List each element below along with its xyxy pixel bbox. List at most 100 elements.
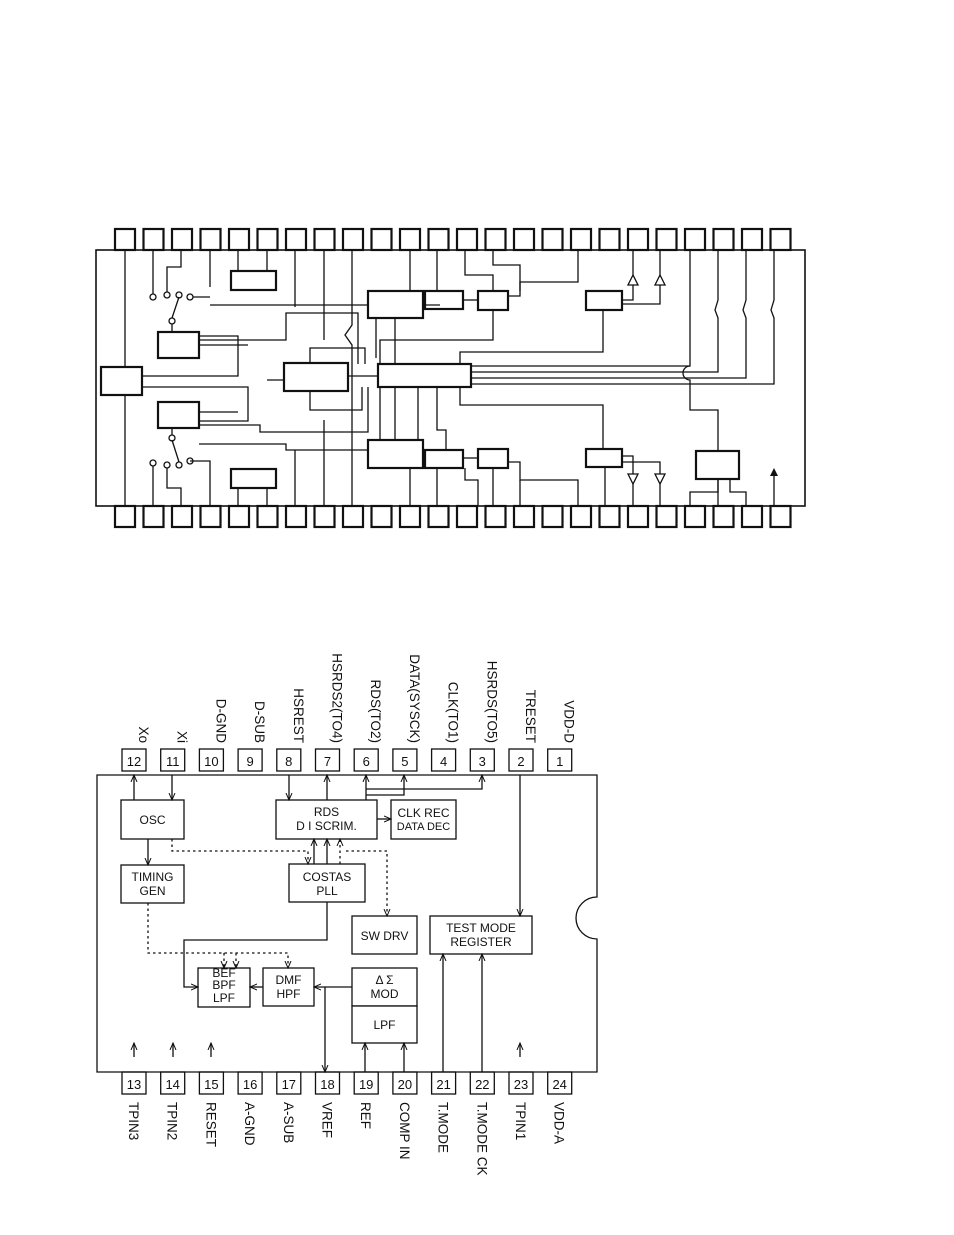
pin-box-9	[237, 748, 263, 772]
block	[156, 400, 201, 430]
pin-box-17	[276, 1071, 302, 1095]
signal-line	[622, 285, 661, 305]
pin-box-15	[198, 1071, 225, 1095]
osc-label: OSC	[139, 813, 165, 827]
pin-number: 4	[440, 754, 447, 769]
pin-number: 8	[285, 754, 292, 769]
pin-box	[455, 504, 479, 529]
pin-box-20	[392, 1071, 418, 1095]
pin-box	[512, 227, 536, 252]
timing-gen-label-1: TIMING	[132, 870, 174, 884]
switch-contact	[163, 461, 171, 469]
signal-line	[622, 461, 661, 474]
pin-number: 9	[246, 754, 253, 769]
pin-box-23	[508, 1071, 534, 1095]
lpf-label-1: LPF	[213, 991, 235, 1005]
pin-name: VDD-D	[562, 700, 577, 743]
block	[99, 365, 144, 397]
top-pin-row	[113, 227, 792, 252]
block-dmf-hpf: DMF HPF	[262, 967, 315, 1007]
pin-name: DATA(SYSCK)	[407, 654, 422, 743]
pin-box	[341, 504, 365, 529]
rds-discrim-label-1: RDS	[314, 805, 339, 819]
pin-name: TPIN3	[126, 1102, 141, 1140]
pin-box	[398, 504, 422, 529]
test-mode-label-2: REGISTER	[450, 935, 512, 949]
signal-line	[199, 387, 369, 433]
block	[366, 438, 425, 470]
pin-box	[284, 504, 308, 529]
pin-number: 18	[320, 1077, 334, 1092]
signal-line	[492, 250, 521, 291]
pin-box-14	[160, 1071, 186, 1095]
pin-name: HSREST	[291, 688, 306, 743]
pin-box-10	[198, 748, 225, 772]
bottom-pin-row	[113, 504, 792, 529]
pin-box	[113, 504, 137, 529]
pin-box	[227, 504, 251, 529]
signal-line	[199, 387, 381, 451]
pin-box	[655, 504, 678, 529]
pin-box	[626, 504, 650, 529]
rds-discrim-label-2: D I SCRIM.	[296, 819, 357, 833]
pin-name: COMP IN	[397, 1102, 412, 1160]
signal-line	[508, 250, 579, 297]
bpf-label: BPF	[212, 978, 235, 992]
block-test-mode-register: TEST MODE REGISTER	[429, 915, 533, 955]
pin-box-24	[547, 1071, 573, 1095]
pin-box	[142, 504, 165, 529]
block-clk-rec: CLK REC DATA DEC	[390, 799, 457, 840]
switch-contact	[149, 293, 157, 301]
pin-box	[256, 504, 279, 529]
pin-name: REF	[358, 1102, 373, 1129]
block-costas-pll: COSTAS PLL	[288, 863, 366, 903]
buffer-triangle	[626, 473, 640, 486]
pin-box	[598, 504, 621, 529]
pin-name: TPIN2	[165, 1102, 180, 1140]
sw-drv-label: SW DRV	[361, 929, 409, 943]
buffer-triangle	[626, 273, 640, 286]
signal-line	[622, 285, 634, 301]
pin-box	[541, 504, 564, 529]
pin-box	[740, 504, 764, 529]
pin-box-2	[508, 748, 534, 772]
pin-box	[569, 227, 593, 252]
clk-rec-label-1: CLK REC	[397, 806, 449, 820]
switch-contact	[186, 293, 194, 301]
block-diagram-unlabeled	[95, 227, 806, 529]
dmf-label: DMF	[276, 973, 302, 987]
pin-box	[313, 504, 336, 529]
arrow-head	[770, 468, 778, 476]
pin-box-16	[237, 1071, 263, 1095]
pin-box-13	[121, 1071, 147, 1095]
pin-number: 16	[243, 1077, 257, 1092]
block-lpf: LPF	[351, 1005, 418, 1044]
pin-box	[370, 227, 393, 252]
costas-label-1: COSTAS	[303, 870, 351, 884]
pin-box-7	[314, 748, 341, 772]
switch-contact	[163, 291, 171, 299]
buffer-triangle	[653, 473, 667, 486]
pin-number: 1	[556, 754, 563, 769]
block	[584, 447, 624, 469]
block	[423, 289, 465, 311]
pin-name: HSRDS2(TO4)	[330, 653, 345, 743]
pin-box	[142, 227, 165, 252]
signal-line	[309, 347, 366, 364]
timing-gen-label-2: GEN	[139, 884, 165, 898]
signal-line	[471, 250, 747, 379]
pin-name: A-SUB	[281, 1102, 296, 1143]
pin-box	[598, 227, 621, 252]
switch-contact	[149, 459, 157, 467]
pin-name: RDS(TO2)	[368, 679, 383, 743]
pin-number: 17	[282, 1077, 296, 1092]
pin-name: TPIN1	[513, 1102, 528, 1140]
signal-lines	[134, 775, 520, 1072]
pin-box-5	[392, 748, 418, 772]
signal-line	[471, 250, 775, 385]
pin-name: VDD-A	[552, 1102, 567, 1144]
block-osc: OSC	[120, 799, 185, 840]
